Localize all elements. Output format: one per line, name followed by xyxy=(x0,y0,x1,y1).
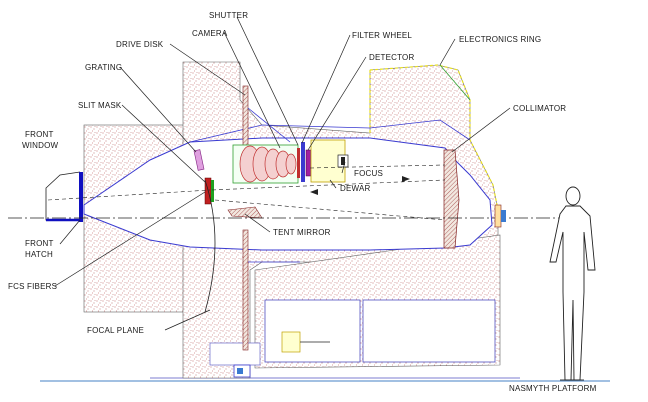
filter-wheel xyxy=(301,142,305,182)
shutter xyxy=(297,148,300,178)
label-filter-wheel: FILTER WHEEL xyxy=(352,31,412,40)
optical-axis xyxy=(8,164,565,221)
label-detector: DETECTOR xyxy=(369,53,414,62)
label-dewar: DEWAR xyxy=(340,184,371,193)
camera xyxy=(232,144,299,184)
label-grating: GRATING xyxy=(85,63,122,72)
slit-mask xyxy=(204,177,214,205)
label-front-window-2: WINDOW xyxy=(22,141,59,150)
rear-port xyxy=(494,204,506,228)
label-tent-mirror: TENT MIRROR xyxy=(273,228,331,237)
label-nasmyth-platform: NASMYTH PLATFORM xyxy=(509,384,597,393)
grating xyxy=(193,149,205,171)
motor-box xyxy=(281,331,330,353)
label-focus: FOCUS xyxy=(354,169,383,178)
person-figure-icon xyxy=(549,186,596,381)
detector xyxy=(305,149,312,177)
label-electronics-ring: ELECTRONICS RING xyxy=(459,35,541,44)
label-camera: CAMERA xyxy=(192,29,228,38)
label-front-hatch-2: HATCH xyxy=(25,250,53,259)
electronics-ring xyxy=(369,64,499,211)
label-shutter: SHUTTER xyxy=(209,11,248,20)
label-fcs-fibers: FCS FIBERS xyxy=(8,282,57,291)
label-focal-plane: FOCAL PLANE xyxy=(87,326,144,335)
label-collimator: COLLIMATOR xyxy=(513,104,566,113)
collimator xyxy=(443,149,460,249)
labels: SHUTTER CAMERA FILTER WHEEL DRIVE DISK D… xyxy=(8,11,597,393)
label-front-hatch-1: FRONT xyxy=(25,239,54,248)
label-slit-mask: SLIT MASK xyxy=(78,101,122,110)
leader-lines xyxy=(54,16,511,331)
front-hatch xyxy=(45,171,83,222)
label-front-window-1: FRONT xyxy=(25,130,54,139)
label-drive-disk: DRIVE DISK xyxy=(116,40,164,49)
nasmyth-platform xyxy=(40,377,610,382)
focus-unit xyxy=(337,154,349,168)
focal-plane xyxy=(204,179,216,313)
